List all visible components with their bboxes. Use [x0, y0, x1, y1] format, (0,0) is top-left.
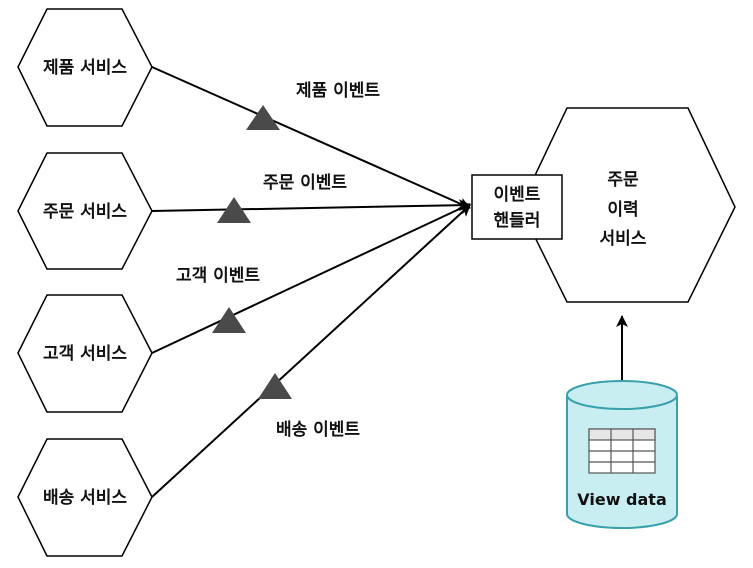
hexagon-customer-service	[17, 294, 153, 413]
event-label-product: 제품 이벤트	[296, 81, 380, 101]
history-service-label-line2: 이력	[607, 200, 638, 220]
handler-label-line2: 핸들러	[494, 211, 541, 231]
history-service-label-line3: 서비스	[600, 229, 647, 249]
connections	[151, 66, 471, 498]
service-hexagons	[17, 8, 153, 557]
event-triangle-customer	[212, 307, 246, 333]
event-label-order: 주문 이벤트	[263, 173, 347, 193]
event-label-customer: 고객 이벤트	[176, 266, 260, 286]
service-label-shipping: 배송 서비스	[43, 488, 127, 508]
event-handler-box	[471, 174, 563, 240]
service-label-customer: 고객 서비스	[43, 344, 127, 364]
event-markers	[212, 105, 292, 399]
database-top	[566, 380, 678, 410]
hexagon-order-history-service	[519, 107, 736, 303]
view-data-database: View data	[566, 380, 678, 529]
table-icon	[588, 428, 656, 474]
connector-customer	[151, 203, 471, 354]
event-triangle-product	[246, 105, 280, 130]
service-label-product: 제품 서비스	[43, 58, 127, 78]
connector-product	[151, 66, 471, 210]
service-label-order: 주문 서비스	[43, 202, 127, 222]
event-triangle-shipping	[258, 373, 292, 399]
history-service-label-line1: 주문	[607, 170, 639, 190]
database-label: View data	[577, 490, 666, 509]
event-label-shipping: 배송 이벤트	[276, 420, 360, 440]
event-triangle-order	[217, 197, 251, 223]
handler-label-line1: 이벤트	[494, 185, 541, 205]
hexagon-product-service	[17, 8, 153, 127]
hexagon-shipping-service	[17, 438, 153, 557]
connector-shipping	[151, 204, 471, 498]
hexagon-order-service	[17, 152, 153, 270]
connector-order	[151, 199, 471, 212]
